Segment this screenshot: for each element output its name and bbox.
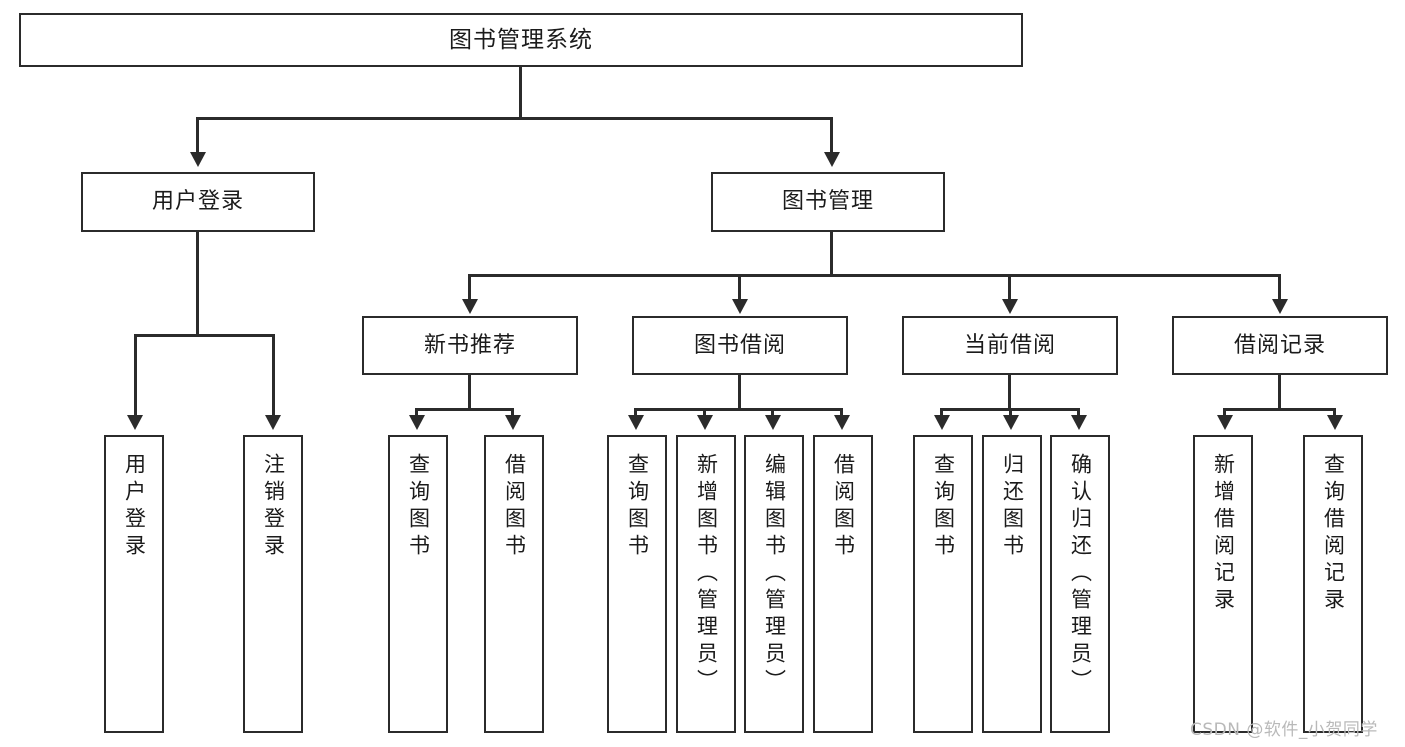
arrow-root-to-user-login	[190, 152, 206, 167]
connector-bb-drop-1	[634, 408, 637, 416]
connector-current-borrow-stem	[1008, 375, 1011, 410]
connector-bm-drop-new-book	[468, 274, 471, 300]
arrow-cb-to-leaf-2	[1003, 415, 1019, 430]
connector-cb-drop-3	[1077, 408, 1080, 416]
leaf-confirm-return-admin[interactable]: 确认归还（管理员）	[1050, 435, 1110, 733]
node-label: 借阅图书	[831, 453, 856, 561]
node-label: 查询图书	[625, 453, 650, 561]
arrow-new-book-to-leaf-2	[505, 415, 521, 430]
arrow-br-to-leaf-1	[1217, 415, 1233, 430]
node-label: 图书借阅	[693, 332, 786, 358]
node-label: 用户登录	[122, 453, 147, 561]
connector-br-drop-1	[1223, 408, 1226, 416]
arrow-cb-to-leaf-3	[1071, 415, 1087, 430]
node-label: 确认归还（管理员）	[1068, 453, 1093, 696]
arrow-bb-to-leaf-1	[628, 415, 644, 430]
node-label: 当前借阅	[963, 332, 1056, 358]
leaf-query-borrow-record[interactable]: 查询借阅记录	[1303, 435, 1363, 733]
leaf-add-book-admin[interactable]: 新增图书（管理员）	[676, 435, 736, 733]
leaf-borrow-book-recommend[interactable]: 借阅图书	[484, 435, 544, 733]
leaf-query-book-current[interactable]: 查询图书	[913, 435, 973, 733]
leaf-return-book[interactable]: 归还图书	[982, 435, 1042, 733]
node-book-management[interactable]: 图书管理	[711, 172, 945, 232]
arrow-br-to-leaf-2	[1327, 415, 1343, 430]
connector-user-login-bus	[134, 334, 275, 337]
arrow-user-login-to-leaf-1	[127, 415, 143, 430]
arrow-cb-to-leaf-1	[934, 415, 950, 430]
connector-root-drop-user-login	[196, 117, 199, 153]
connector-borrow-record-stem	[1278, 375, 1281, 410]
node-label: 查询图书	[931, 453, 956, 561]
arrow-bm-to-new-book-recommend	[462, 299, 478, 314]
connector-bb-drop-2	[703, 408, 706, 416]
arrow-user-login-to-leaf-2	[265, 415, 281, 430]
connector-cb-drop-1	[940, 408, 943, 416]
csdn-watermark: CSDN @软件_小贺同学	[1190, 720, 1378, 740]
connector-bm-drop-current-borrow	[1008, 274, 1011, 300]
arrow-bb-to-leaf-2	[697, 415, 713, 430]
connector-user-login-drop-2	[272, 334, 275, 416]
leaf-query-book[interactable]: 查询图书	[607, 435, 667, 733]
connector-new-book-bus	[415, 408, 514, 411]
node-label: 借阅记录	[1233, 332, 1326, 358]
node-label: 新增图书（管理员）	[694, 453, 719, 696]
node-label: 图书管理	[781, 189, 874, 215]
arrow-bm-to-book-borrow	[732, 299, 748, 314]
arrow-root-to-book-management	[824, 152, 840, 167]
connector-book-borrow-stem	[738, 375, 741, 410]
connector-borrow-record-bus	[1223, 408, 1336, 411]
node-label: 归还图书	[1000, 453, 1025, 561]
connector-book-borrow-bus	[634, 408, 842, 411]
node-user-login[interactable]: 用户登录	[81, 172, 315, 232]
node-label: 注销登录	[261, 453, 286, 561]
node-current-borrow[interactable]: 当前借阅	[902, 316, 1118, 375]
connector-root-stem	[519, 67, 522, 119]
connector-bm-drop-borrow-record	[1278, 274, 1281, 300]
leaf-borrow-book[interactable]: 借阅图书	[813, 435, 873, 733]
node-book-borrow[interactable]: 图书借阅	[632, 316, 848, 375]
leaf-query-book-recommend[interactable]: 查询图书	[388, 435, 448, 733]
connector-root-drop-book-management	[830, 117, 833, 153]
node-label: 新书推荐	[423, 332, 516, 358]
node-book-management-system[interactable]: 图书管理系统	[19, 13, 1023, 67]
arrow-bm-to-borrow-record	[1272, 299, 1288, 314]
arrow-bm-to-current-borrow	[1002, 299, 1018, 314]
node-new-book-recommend[interactable]: 新书推荐	[362, 316, 578, 375]
connector-root-bus	[196, 117, 833, 120]
connector-br-drop-2	[1333, 408, 1336, 416]
connector-cb-drop-2	[1009, 408, 1012, 416]
connector-user-login-stem	[196, 232, 199, 336]
leaf-add-borrow-record[interactable]: 新增借阅记录	[1193, 435, 1253, 733]
connector-book-management-stem	[830, 232, 833, 276]
connector-bb-drop-3	[771, 408, 774, 416]
node-label: 查询借阅记录	[1321, 453, 1346, 615]
node-label: 用户登录	[151, 189, 244, 215]
arrow-bb-to-leaf-3	[765, 415, 781, 430]
node-borrow-record[interactable]: 借阅记录	[1172, 316, 1388, 375]
leaf-user-login[interactable]: 用户登录	[104, 435, 164, 733]
connector-new-book-drop-1	[415, 408, 418, 416]
connector-bm-drop-book-borrow	[738, 274, 741, 300]
node-label: 图书管理系统	[449, 26, 593, 53]
connector-new-book-drop-2	[511, 408, 514, 416]
connector-user-login-drop-1	[134, 334, 137, 416]
leaf-logout[interactable]: 注销登录	[243, 435, 303, 733]
connector-bb-drop-4	[840, 408, 843, 416]
node-label: 编辑图书（管理员）	[762, 453, 787, 696]
arrow-bb-to-leaf-4	[834, 415, 850, 430]
node-label: 查询图书	[406, 453, 431, 561]
connector-book-management-bus	[468, 274, 1280, 277]
connector-new-book-stem	[468, 375, 471, 410]
node-label: 新增借阅记录	[1211, 453, 1236, 615]
node-label: 借阅图书	[502, 453, 527, 561]
leaf-edit-book-admin[interactable]: 编辑图书（管理员）	[744, 435, 804, 733]
arrow-new-book-to-leaf-1	[409, 415, 425, 430]
